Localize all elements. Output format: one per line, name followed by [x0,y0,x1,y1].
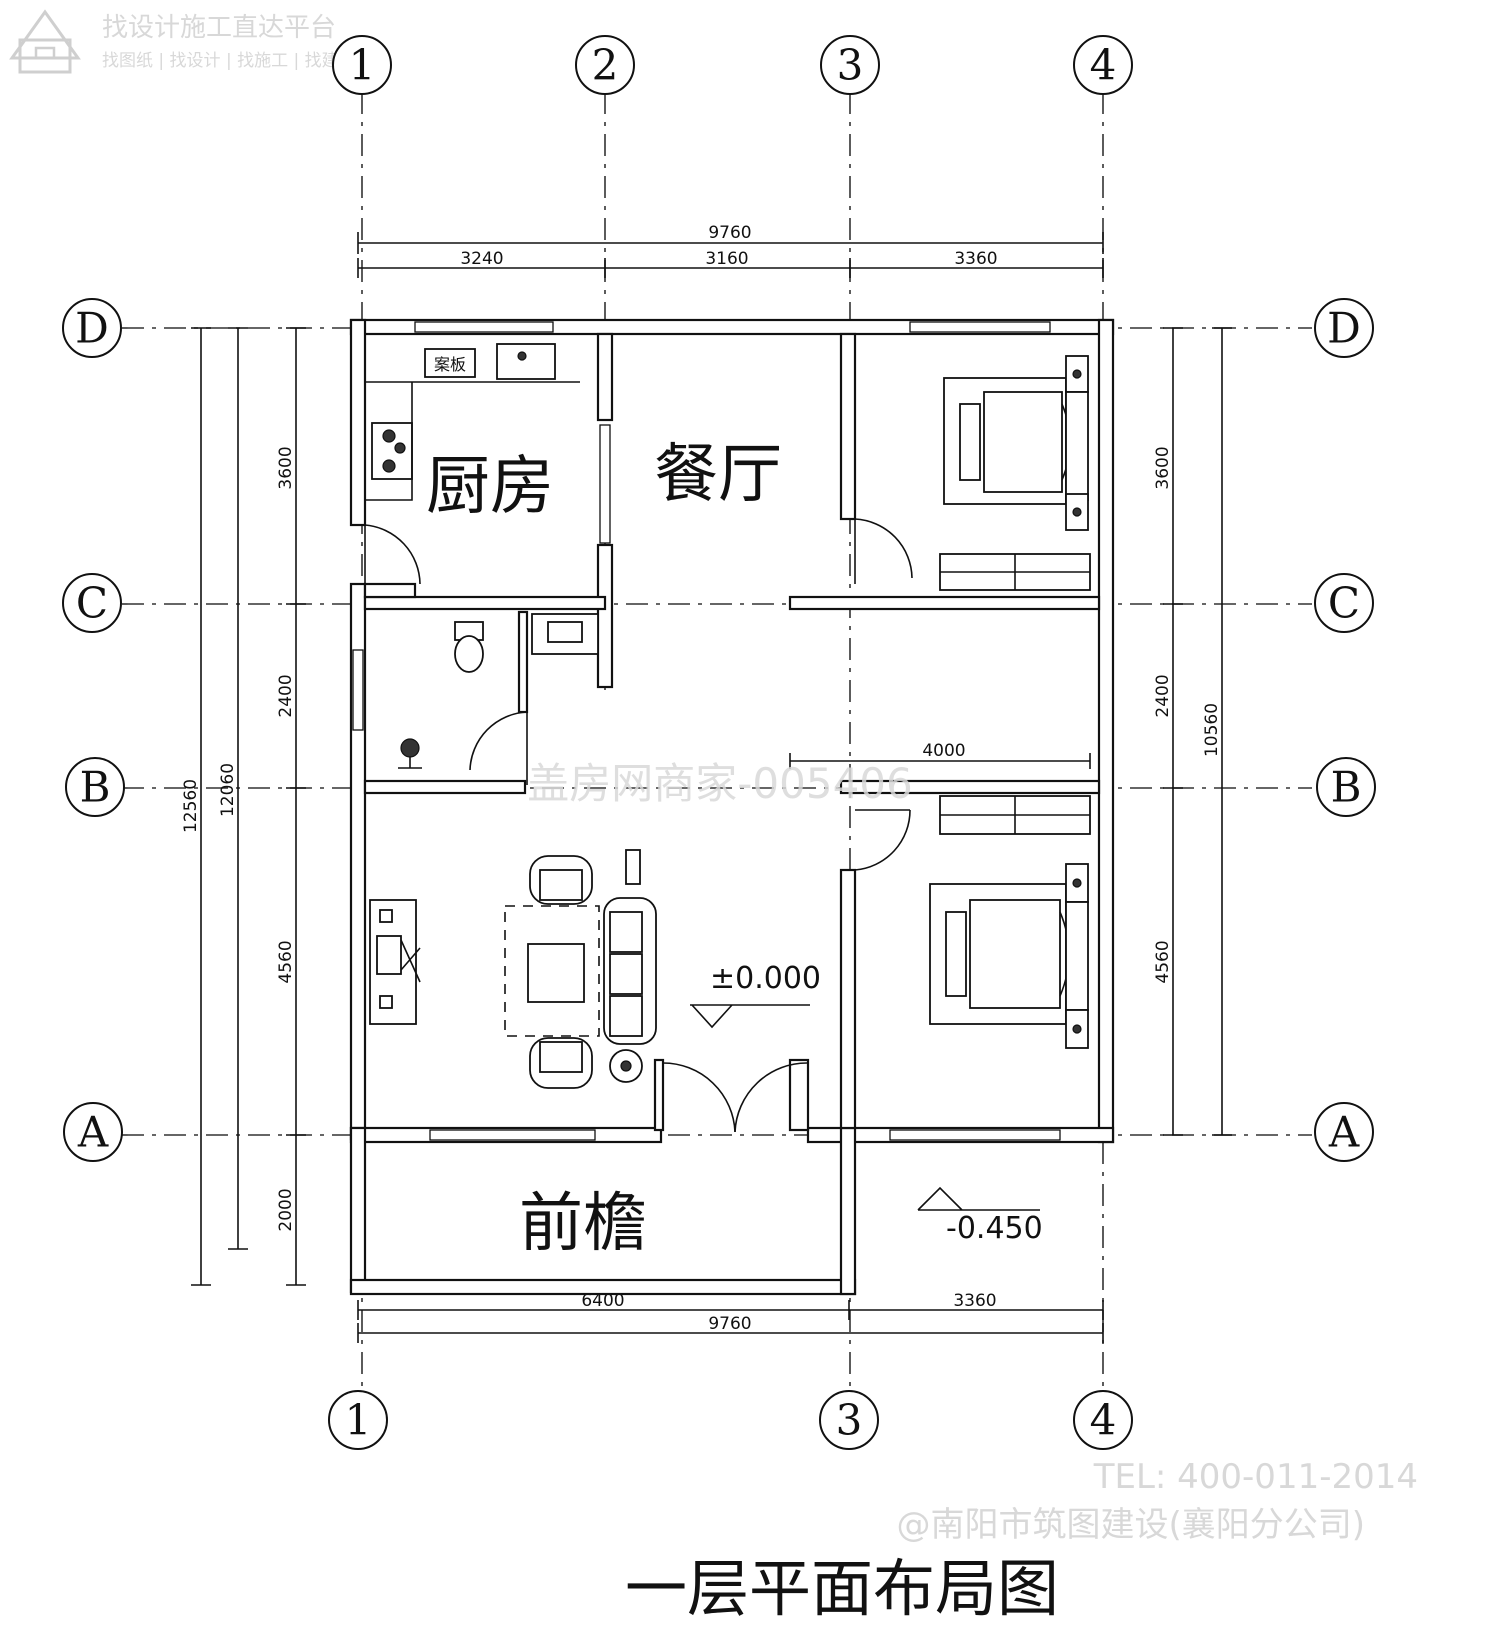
bedroom1-wardrobe [939,553,1091,591]
grid-bubble-right-B: B [1316,757,1376,817]
svg-text:案板: 案板 [434,355,466,374]
svg-text:3600: 3600 [1153,446,1173,489]
svg-text:A: A [77,1108,109,1157]
svg-text:2400: 2400 [1153,674,1173,717]
windows [352,321,1061,1141]
kitchen-counter: 案板 [424,348,476,378]
svg-text:3: 3 [836,1396,863,1445]
grid-bubble-top-3: 3 [820,35,880,95]
doors [364,518,913,1133]
svg-text:B: B [80,763,111,812]
svg-text:3240: 3240 [460,249,503,269]
svg-text:9760: 9760 [708,1314,751,1334]
svg-text:D: D [1327,304,1361,353]
right-dimension-segments: 3600 2400 4560 [1153,327,1183,1136]
drawing-title: 一层平面布局图 [625,1552,1059,1625]
svg-text:12560: 12560 [181,779,201,833]
svg-text:2: 2 [592,41,619,90]
svg-text:±0.000: ±0.000 [710,961,821,996]
svg-text:4: 4 [1090,1396,1117,1445]
vertical-axis-lines [361,92,1104,1390]
svg-text:1: 1 [349,41,376,90]
svg-text:3: 3 [837,41,864,90]
left-dimension-outer: 12560 [181,327,211,1286]
company-watermark: @南阳市筑图建设(襄阳分公司) [896,1505,1365,1545]
svg-text:C: C [76,579,108,628]
svg-text:C: C [1328,579,1360,628]
grid-bubble-right-A: A [1314,1102,1374,1162]
grid-bubble-left-C: C [62,573,122,633]
interior-walls [363,332,1101,1132]
bottom-dimension-total: 9760 [357,1314,1104,1343]
bottom-dimension-segments: 6400 3360 [357,1291,1104,1320]
svg-text:1: 1 [345,1396,372,1445]
svg-text:3600: 3600 [276,446,296,489]
grid-bubble-left-A: A [63,1102,123,1162]
svg-text:A: A [1328,1108,1360,1157]
svg-text:3360: 3360 [953,1291,996,1311]
floor-drain [398,738,422,769]
grid-bubble-top-1: 1 [332,35,392,95]
svg-text:B: B [1331,763,1362,812]
svg-text:12060: 12060 [218,763,238,817]
svg-text:2000: 2000 [276,1188,296,1231]
dining-label: 餐厅 [654,438,782,512]
phone-watermark: TEL: 400-011-2014 [1093,1457,1418,1497]
grid-bubble-right-D: D [1314,298,1374,358]
svg-text:4560: 4560 [276,940,296,983]
svg-text:9760: 9760 [708,223,751,243]
porch-label: 前檐 [519,1187,647,1261]
svg-text:3360: 3360 [954,249,997,269]
grid-bubble-bottom-4: 4 [1073,1390,1133,1450]
tv-cabinet [369,899,421,1025]
bedroom2-wardrobe [939,795,1091,835]
grid-bubble-left-B: B [65,757,125,817]
kitchen-sink [496,343,556,380]
grid-bubble-bottom-3: 3 [819,1390,879,1450]
grid-bubble-top-2: 2 [575,35,635,95]
svg-text:2400: 2400 [276,674,296,717]
inner-dimension-4000: 4000 [789,741,1091,769]
platform-title: 找设计施工直达平台 [102,13,336,43]
right-dimension-overall: 10560 [1202,327,1232,1136]
toilet [454,621,484,673]
svg-text:4560: 4560 [1153,940,1173,983]
svg-text:4: 4 [1090,41,1117,90]
outdoor-level-marker: -0.450 [917,1186,1043,1246]
bathroom-sink [531,613,599,655]
bedroom2-bed [929,863,1089,1049]
left-dimension-inner: 12060 [218,327,248,1250]
grid-bubble-top-4: 4 [1073,35,1133,95]
left-dimension-segments: 3600 2400 4560 2000 [276,327,306,1286]
kitchen-label: 厨房 [426,450,554,524]
grid-bubble-bottom-1: 1 [328,1390,388,1450]
svg-text:D: D [75,304,109,353]
grid-bubble-left-D: D [62,298,122,358]
platform-tabs: 找图纸 | 找设计 | 找施工 | 找建材 [102,51,356,71]
sofa-set [504,849,657,1089]
grid-bubble-right-C: C [1314,573,1374,633]
svg-text:6400: 6400 [581,1291,624,1311]
svg-text:-0.450: -0.450 [946,1211,1043,1246]
top-dimension-total: 9760 [357,223,1104,254]
svg-text:3160: 3160 [705,249,748,269]
top-dimension-segments: 3240 3160 3360 [357,249,1104,278]
svg-text:10560: 10560 [1202,703,1222,757]
kitchen-counter-top [365,381,580,501]
svg-text:4000: 4000 [922,741,965,761]
platform-logo [9,9,81,74]
bedroom1-bed [943,355,1089,531]
kitchen-stove [371,422,413,480]
center-watermark: 盖房网商家-005406 [527,759,913,808]
floor-level-marker: ±0.000 [690,961,821,1029]
